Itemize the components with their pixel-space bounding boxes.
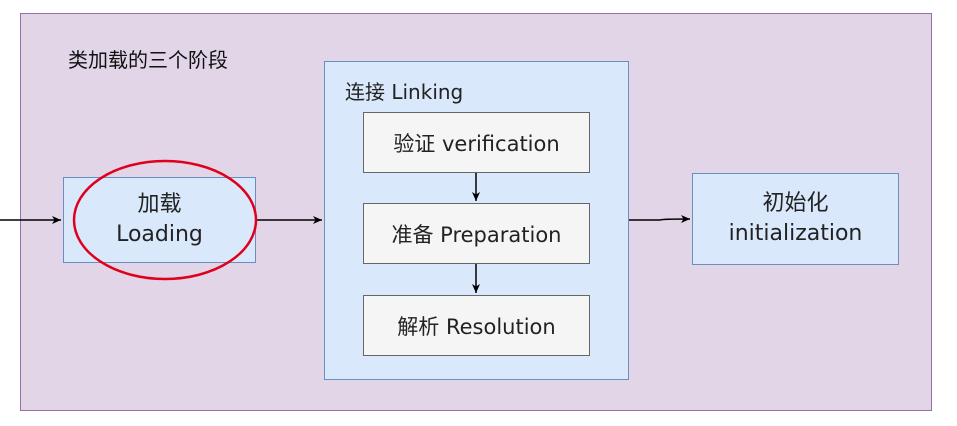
verification-label: 验证 verification	[393, 131, 560, 156]
resolution-label: 解析 Resolution	[397, 314, 556, 339]
preparation-step: 准备 Preparation	[363, 203, 590, 264]
linking-title: 连接 Linking	[345, 80, 464, 104]
loading-label-cn: 加载	[137, 192, 182, 217]
preparation-label: 准备 Preparation	[391, 222, 562, 247]
loading-label-en: Loading	[116, 222, 203, 247]
loading-box: 加载 Loading	[63, 177, 256, 263]
initialization-label-en: initialization	[728, 221, 863, 246]
resolution-step: 解析 Resolution	[363, 295, 590, 356]
verification-step: 验证 verification	[363, 112, 590, 173]
initialization-box: 初始化 initialization	[692, 173, 899, 265]
diagram-title: 类加载的三个阶段	[68, 48, 228, 72]
highlight-circle	[72, 159, 258, 281]
linking-to-initialization-arrow	[629, 215, 691, 224]
initialization-label-cn: 初始化	[762, 191, 829, 216]
